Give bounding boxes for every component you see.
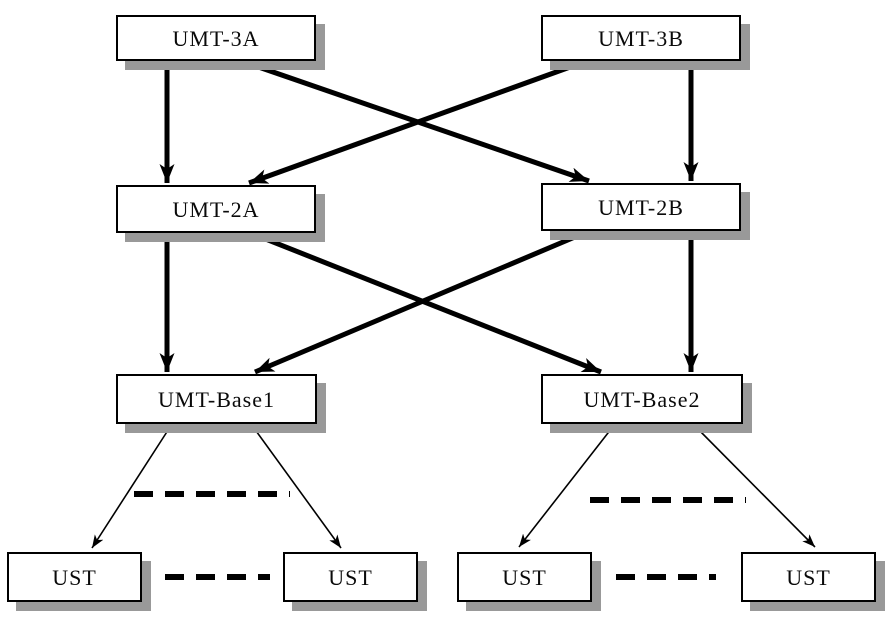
edge-base1-to-ust2 — [250, 423, 342, 549]
node-umt-3b: UMT-3B — [541, 15, 741, 61]
edge-umt3b-to-umt2a — [248, 59, 585, 186]
node-umt-2b: UMT-2B — [541, 183, 741, 231]
node-ust-2: UST — [283, 552, 418, 602]
node-umt-2a-label: UMT-2A — [172, 197, 260, 222]
node-umt-3a: UMT-3A — [116, 15, 316, 61]
node-ust-1-label: UST — [52, 565, 97, 590]
node-umt-base2: UMT-Base2 — [541, 374, 743, 424]
node-umt-base2-label: UMT-Base2 — [583, 387, 701, 412]
node-ust-3-label: UST — [502, 565, 547, 590]
node-umt-2b-label: UMT-2B — [598, 195, 684, 220]
node-umt-2a: UMT-2A — [116, 185, 316, 233]
node-ust-1: UST — [7, 552, 142, 602]
edge-umt2b-to-base1 — [254, 231, 583, 375]
edge-base2-to-ust3 — [518, 423, 616, 548]
node-umt-base1: UMT-Base1 — [116, 374, 317, 424]
node-ust-3: UST — [457, 552, 592, 602]
node-ust-2-label: UST — [328, 565, 373, 590]
node-ust-4-label: UST — [786, 565, 831, 590]
node-umt-base1-label: UMT-Base1 — [158, 387, 275, 412]
node-ust-4: UST — [741, 552, 876, 602]
edge-umt2a-to-base2 — [252, 231, 602, 375]
edge-base2-to-ust4 — [692, 423, 816, 548]
node-umt-3b-label: UMT-3B — [598, 26, 684, 51]
edge-base1-to-ust1 — [91, 423, 173, 549]
node-umt-3a-label: UMT-3A — [172, 26, 260, 51]
